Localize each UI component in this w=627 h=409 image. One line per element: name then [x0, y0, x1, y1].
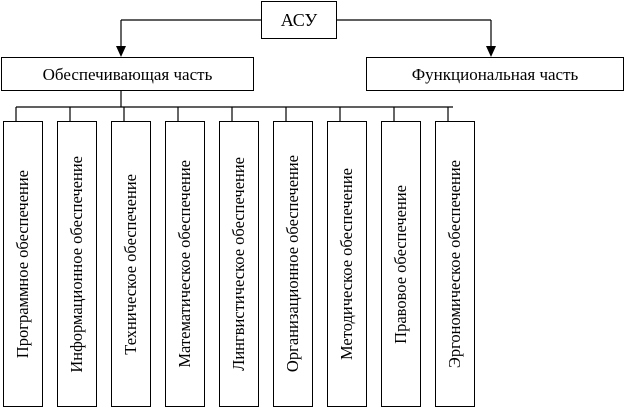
branch-functional: Функциональная часть [366, 57, 624, 91]
child-label: Лингвистическое обеспечение [228, 157, 248, 371]
child-methodical: Методическое обеспечение [327, 121, 367, 407]
child-linguistic: Лингвистическое обеспечение [219, 121, 259, 407]
arrow-down-icon [486, 46, 496, 57]
child-label: Эргономическое обеспечение [444, 159, 464, 369]
branch-functional-label: Функциональная часть [411, 64, 579, 84]
child-label: Организационное обеспечение [282, 155, 302, 373]
child-information: Информационное обеспечение [57, 121, 97, 407]
child-label: Программное обеспечение [12, 169, 32, 359]
root-node: АСУ [261, 1, 337, 39]
child-organizational: Организационное обеспечение [273, 121, 313, 407]
child-label: Математическое обеспечение [174, 160, 194, 368]
branch-supporting: Обеспечивающая часть [1, 57, 254, 91]
child-label: Правовое обеспечение [390, 184, 410, 344]
child-software: Программное обеспечение [3, 121, 43, 407]
child-mathematical: Математическое обеспечение [165, 121, 205, 407]
root-label: АСУ [280, 10, 318, 30]
child-ergonomic: Эргономическое обеспечение [435, 121, 475, 407]
child-label: Методическое обеспечение [336, 167, 356, 361]
arrow-down-icon [116, 46, 126, 57]
child-label: Информационное обеспечение [66, 155, 86, 373]
branch-supporting-label: Обеспечивающая часть [42, 64, 213, 84]
child-technical: Техническое обеспечение [111, 121, 151, 407]
child-label: Техническое обеспечение [120, 173, 140, 355]
child-legal: Правовое обеспечение [381, 121, 421, 407]
